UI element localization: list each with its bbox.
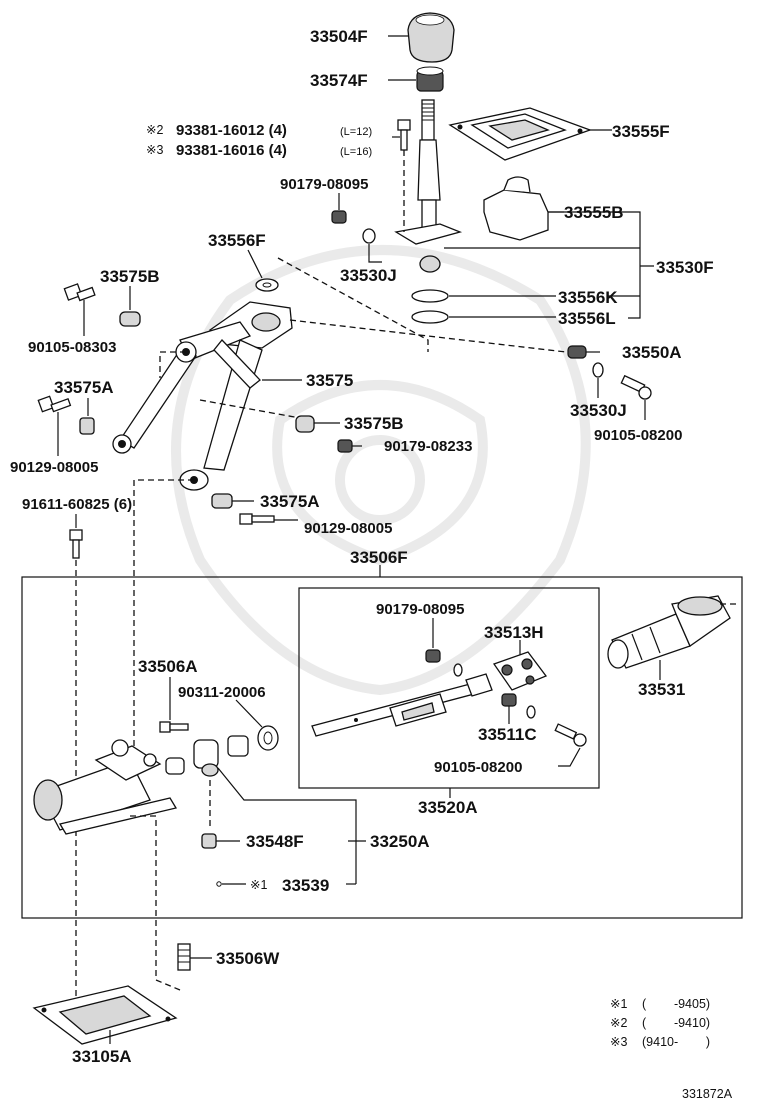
label-33556L: 33556L [558,309,616,328]
note-3-mark: ※3 [610,1035,627,1049]
bolt-90105-08303 [63,283,96,302]
breather-33506W [177,943,191,971]
label-33539: 33539 [282,876,329,895]
boot-plate-33555F [448,107,592,161]
bushing-33575A-left [79,417,95,435]
cover-plate-33105A [32,985,178,1045]
label-33575: 33575 [306,371,353,390]
note-mark-2: ※2 [146,123,163,137]
bolt-33506A [159,721,189,733]
label-33520A: 33520A [418,798,478,817]
watermark-emblem [171,245,591,696]
label-33506A: 33506A [138,657,198,676]
bushing-left [165,757,185,775]
dust-boot-33555B [483,176,549,241]
label-91611-60825: 91611-60825 (6) [22,496,132,513]
label-33530J-top: 33530J [340,266,397,285]
label-33556F: 33556F [208,231,266,250]
label-93381-16012-length: (L=12) [340,126,372,138]
label-90129-08005-left: 90129-08005 [10,459,98,476]
nut-90179-08095-box [425,649,441,663]
bolt-90129-08005-left [37,395,72,413]
note-1-mark: ※1 [610,997,627,1011]
bushing-33548F [201,833,217,849]
shift-shaft-33520A [311,673,493,737]
assembly-33506F-box [21,576,743,919]
bushing-33574F [416,66,444,92]
bushing-33575B [119,311,141,327]
shaft-sleeve-33531 [607,595,731,669]
note-2-mark: ※2 [610,1016,627,1030]
label-90311-20006: 90311-20006 [178,684,266,701]
label-33556K: 33556K [558,288,618,307]
assembly-33520A-box [298,587,600,789]
bushing-33575B-mid [295,415,315,433]
bushing-33575A-mid [211,493,233,509]
label-93381-16016: 93381-16016 (4) [176,142,287,159]
label-33531: 33531 [638,680,685,699]
bolt-93381 [397,119,411,151]
label-90105-08200-box: 90105-08200 [434,759,522,776]
label-33105A: 33105A [72,1047,132,1066]
label-33550A: 33550A [622,343,682,362]
bracket-33513H [492,651,548,691]
label-90105-08303: 90105-08303 [28,339,116,356]
joint-33250A [193,739,219,777]
bushing-33550A [567,345,587,359]
label-93381-16016-length: (L=16) [340,146,372,158]
label-33530F: 33530F [656,258,714,277]
nut-90179-08233 [337,439,353,453]
label-33575B-mid: 33575B [344,414,404,433]
bushing-33511C [501,693,517,707]
note-2-range: ( -9410) [642,1016,710,1030]
bolt-91611-60825 [69,529,83,559]
label-90179-08095-top: 90179-08095 [280,176,368,193]
label-33506F: 33506F [350,548,408,567]
label-90129-08005-mid: 90129-08005 [304,520,392,537]
label-33555B: 33555B [564,203,624,222]
note-mark-3: ※3 [146,143,163,157]
label-33511C: 33511C [478,725,537,744]
note-3-range: (9410- ) [642,1035,710,1049]
note-mark-1: ※1 [250,878,267,892]
oring-33530J [362,228,376,244]
shift-knob-33504F [407,12,455,63]
label-33506W: 33506W [216,949,280,968]
nut-90179-08095 [331,210,347,224]
bushing-right [227,735,249,757]
figure-id: 331872A [682,1087,733,1101]
label-33575B-top: 33575B [100,267,160,286]
bolt-90105-08200-top [620,374,652,400]
oring-box-2 [526,705,536,719]
ring-33556L [411,310,449,324]
label-90179-08233: 90179-08233 [384,438,472,455]
label-33513H: 33513H [484,623,544,642]
label-33530J-right: 33530J [570,401,627,420]
bolt-90129-08005-mid [239,513,275,525]
label-33574F: 33574F [310,71,368,90]
label-33575A-mid: 33575A [260,492,320,511]
lever-housing-33575 [112,301,293,491]
label-33250A: 33250A [370,832,430,851]
note-1-range: ( -9405) [642,997,710,1011]
label-33504F: 33504F [310,27,368,46]
label-93381-16012: 93381-16012 (4) [176,122,287,139]
oring-33530J-right [592,362,604,378]
seal-90311-20006 [257,725,279,751]
label-90179-08095-box: 90179-08095 [376,601,464,618]
label-33575A-top: 33575A [54,378,114,397]
label-33548F: 33548F [246,832,304,851]
shift-housing [33,739,178,835]
shift-lever-33530F [394,99,463,273]
ring-33556K [411,289,449,303]
oring-box-1 [453,663,463,677]
pin-33539 [216,881,222,887]
bolt-90105-08200-box [554,723,587,747]
label-33555F: 33555F [612,122,670,141]
label-90105-08200-top: 90105-08200 [594,427,682,444]
